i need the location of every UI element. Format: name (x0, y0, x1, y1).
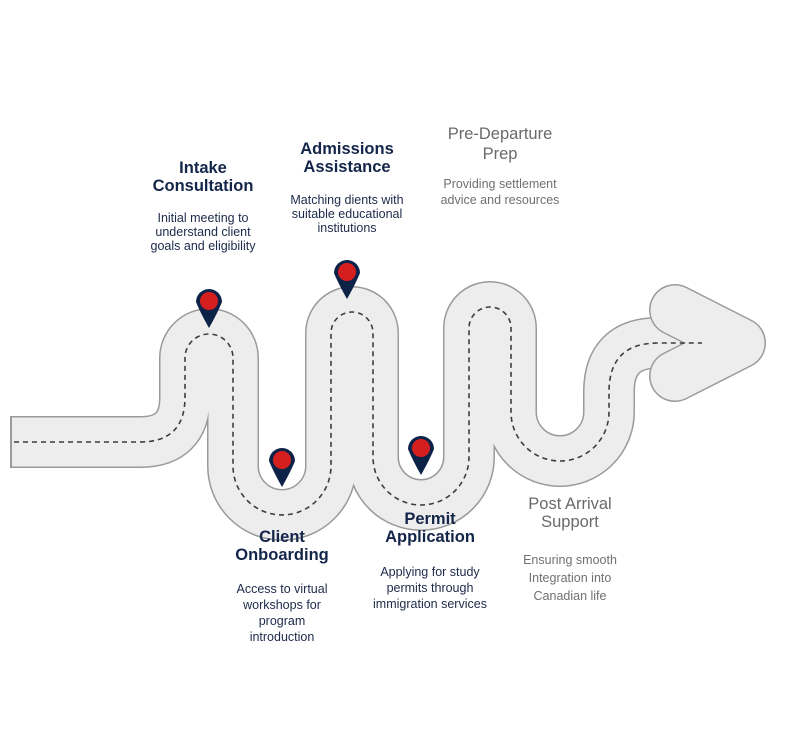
step-title-line: Assistance (303, 158, 391, 176)
step-title: Client Onboarding (212, 528, 352, 564)
map-pin-icon (408, 436, 434, 475)
step-description-line: Providing settlement (443, 177, 557, 191)
step-title: Pre-Departure Prep (422, 124, 578, 164)
step-title-line: Consultation (152, 177, 254, 195)
step-title: Admissions Assistance (275, 140, 419, 176)
step-title-line: Prep (482, 145, 518, 163)
step-description-line: understand client (155, 225, 251, 239)
map-pin-icon (196, 289, 222, 328)
step-description-line: Access to virtual (236, 582, 328, 596)
step-title-line: Application (385, 528, 475, 546)
pin-dot (338, 263, 356, 281)
step-intake-consultation: Intake Consultation Initial meeting to u… (132, 159, 274, 253)
step-title-line: Client (259, 528, 305, 546)
step-title-line: Admissions (300, 140, 394, 158)
step-description: Initial meeting to understand client goa… (132, 211, 274, 253)
step-description-line: Applying for study (380, 565, 480, 579)
step-description-line: goals and eligibility (150, 239, 256, 253)
step-description-line: Initial meeting to (157, 211, 249, 225)
step-client-onboarding: Client Onboarding Access to virtual work… (212, 528, 352, 645)
step-permit-application: Permit Application Applying for study pe… (355, 510, 505, 612)
map-pin-icon (334, 260, 360, 299)
step-description-line: introduction (249, 630, 315, 644)
step-description-line: permits through (386, 581, 474, 595)
step-description: Ensuring smooth Integration into Canadia… (500, 551, 640, 605)
step-description: Matching dients with suitable educationa… (275, 193, 419, 235)
step-title-line: Post Arrival (528, 495, 612, 513)
step-description: Access to virtual workshops for program … (212, 581, 352, 645)
step-description-line: suitable educational (291, 207, 403, 221)
pin-dot (200, 292, 218, 310)
step-admissions-assistance: Admissions Assistance Matching dients wi… (275, 140, 419, 235)
pin-dot (273, 451, 291, 469)
step-title: Post Arrival Support (500, 495, 640, 531)
step-description-line: program (258, 614, 306, 628)
step-description-line: Integration into (528, 571, 612, 585)
step-title-line: Intake (179, 159, 227, 177)
step-description-line: Ensuring smooth (523, 553, 617, 567)
pin-dot (412, 439, 430, 457)
step-description: Providing settlement advice and resource… (422, 176, 578, 208)
step-title-line: Pre-Departure (447, 125, 553, 143)
step-post-arrival-support: Post Arrival Support Ensuring smooth Int… (500, 495, 640, 605)
step-title: Intake Consultation (132, 159, 274, 195)
road-arrow-head-fill (650, 285, 765, 401)
map-pin-icon (269, 448, 295, 487)
road-center-line (14, 306, 702, 516)
step-description-line: Matching dients with (290, 193, 404, 207)
step-description-line: immigration services (373, 597, 487, 611)
step-description-line: Canadian life (533, 589, 607, 603)
step-title-line: Permit (404, 510, 456, 528)
step-description: Applying for study permits through immig… (355, 564, 505, 612)
road-surface (10, 282, 728, 540)
step-description-line: institutions (317, 221, 377, 235)
step-title: Permit Application (355, 510, 505, 546)
step-description-line: advice and resources (440, 193, 560, 207)
step-title-line: Support (541, 513, 599, 531)
step-description-line: workshops for (243, 598, 321, 612)
road-start-edge (10, 416, 12, 468)
step-title-line: Onboarding (235, 546, 329, 564)
step-pre-departure-prep: Pre-Departure Prep Providing settlement … (422, 124, 578, 208)
